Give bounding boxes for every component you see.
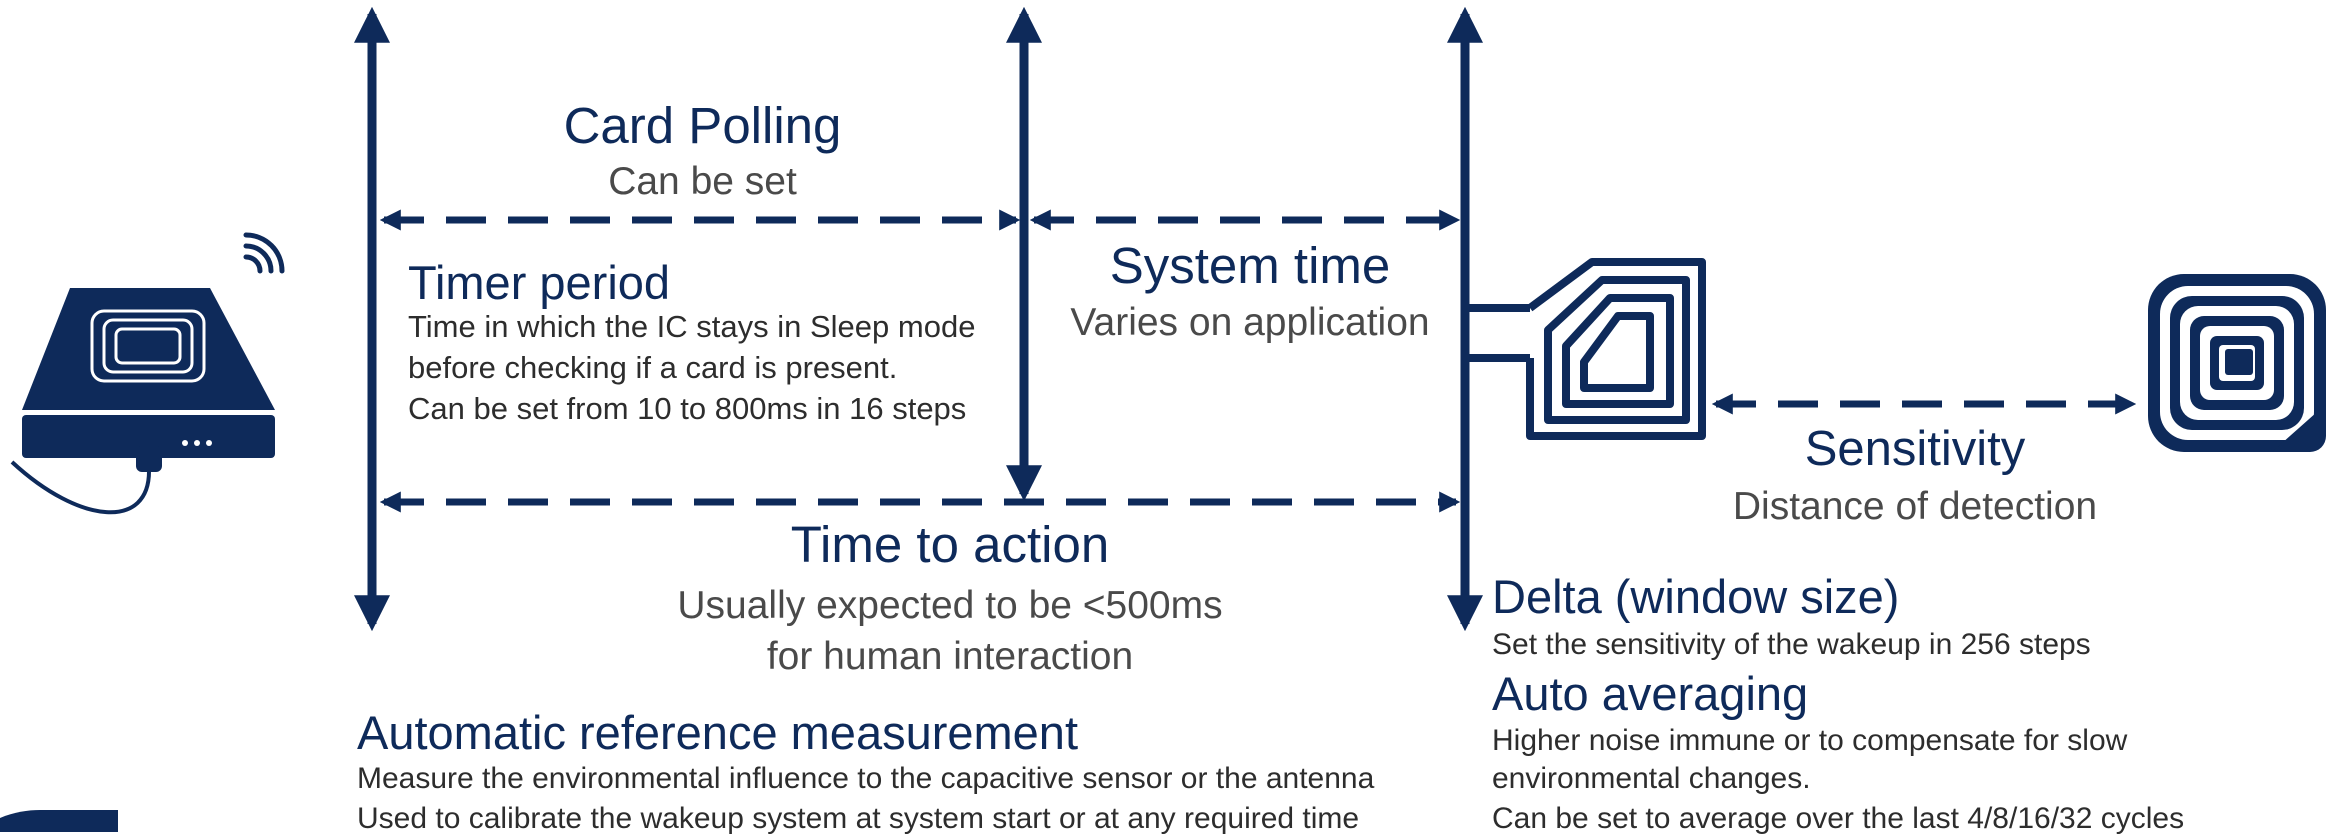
time-to-action-title: Time to action xyxy=(790,516,1110,573)
delta-description: Set the sensitivity of the wakeup in 256… xyxy=(1492,628,2091,661)
sensitivity-title: Sensitivity xyxy=(1804,422,2026,476)
timer-period-line-2: before checking if a card is present. xyxy=(408,350,898,385)
sensitivity-subtitle: Distance of detection xyxy=(1732,485,2098,528)
system-time-subtitle: Varies on application xyxy=(1070,301,1430,344)
antenna-coil-icon xyxy=(1469,258,1706,440)
auto-averaging-line-2: environmental changes. xyxy=(1492,762,1811,795)
timer-period-title: Timer period xyxy=(408,256,671,309)
automatic-reference-title: Automatic reference measurement xyxy=(357,706,1078,759)
delta-title: Delta (window size) xyxy=(1492,570,1900,623)
system-time-title: System time xyxy=(1109,237,1391,294)
card-polling-title: Card Polling xyxy=(563,97,842,154)
wireless-signal-icon xyxy=(243,232,285,274)
auto-averaging-title: Auto averaging xyxy=(1492,667,1809,720)
time-to-action-subtitle-1: Usually expected to be <500ms xyxy=(677,584,1223,627)
auto-averaging-line-3: Can be set to average over the last 4/8/… xyxy=(1492,802,2185,835)
automatic-reference-line-2: Used to calibrate the wakeup system at s… xyxy=(357,802,1360,835)
nfc-reader-icon xyxy=(10,288,275,515)
logo-fragment-icon xyxy=(0,810,118,832)
card-polling-subtitle: Can be set xyxy=(608,160,797,203)
automatic-reference-line-1: Measure the environmental influence to t… xyxy=(357,762,1375,795)
nfc-tag-icon xyxy=(2148,274,2326,452)
time-to-action-subtitle-2: for human interaction xyxy=(766,635,1134,678)
timer-period-line-3: Can be set from 10 to 800ms in 16 steps xyxy=(408,391,967,426)
auto-averaging-line-1: Higher noise immune or to compensate for… xyxy=(1492,724,2128,757)
timer-period-line-1: Time in which the IC stays in Sleep mode xyxy=(408,309,976,344)
